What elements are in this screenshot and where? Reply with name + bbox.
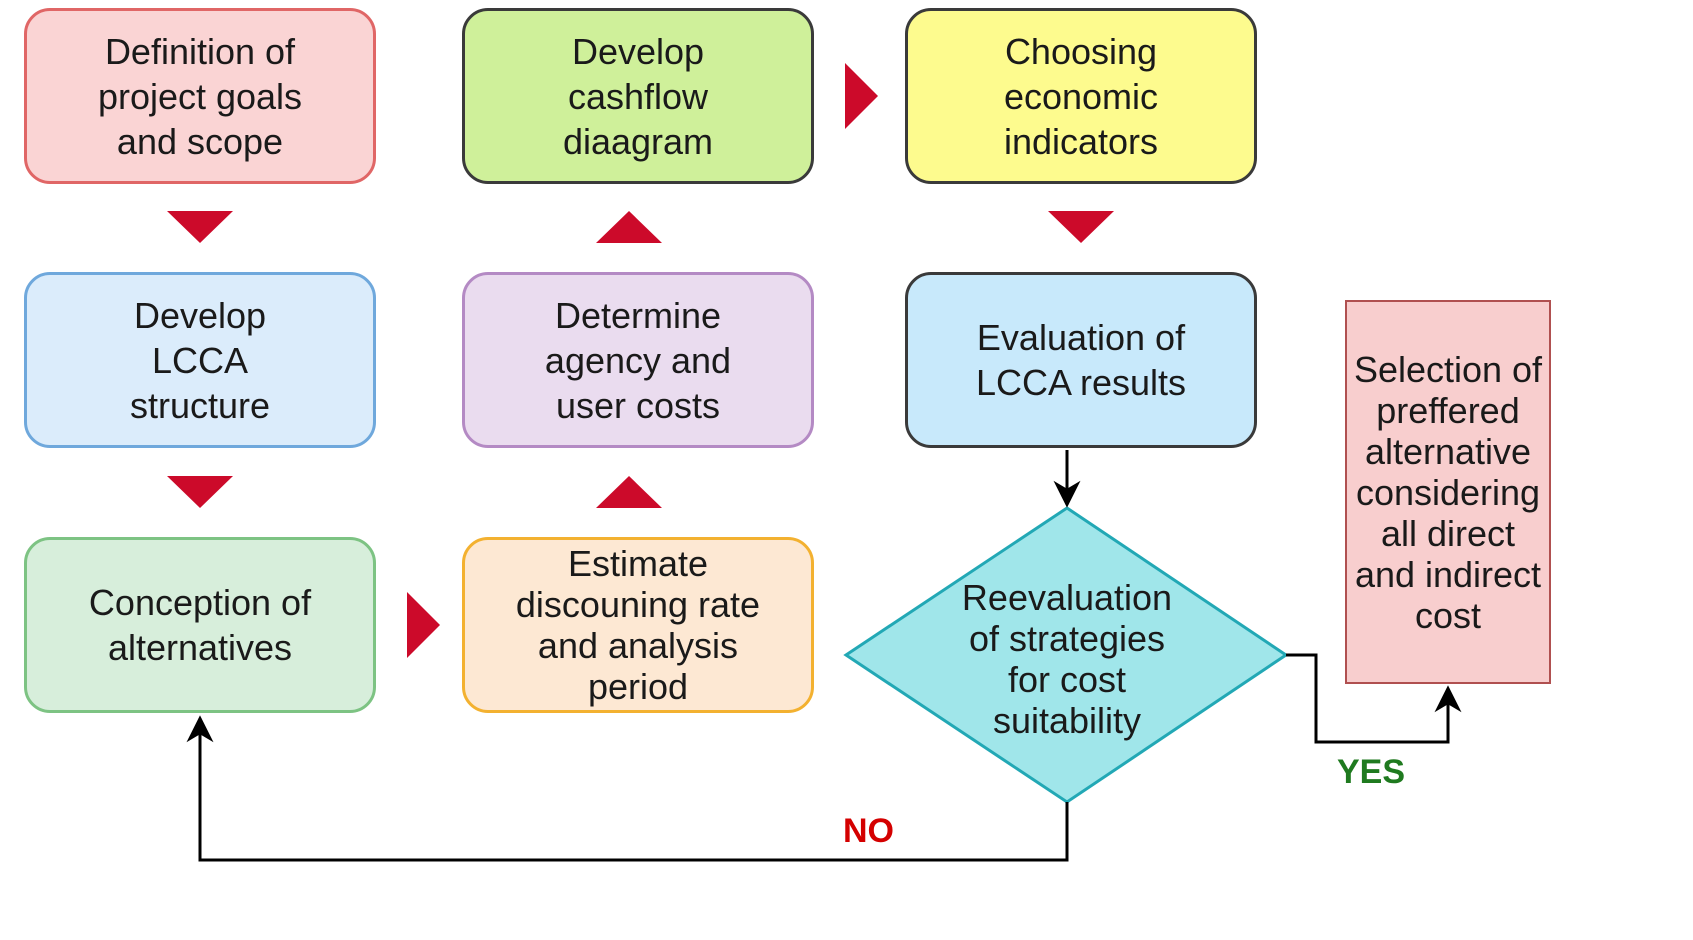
node-selection-label: Selection of preffered alternative consi… <box>1353 348 1543 636</box>
connector-no <box>186 715 1069 862</box>
node-economic-indicators: Choosing economic indicators <box>905 8 1257 184</box>
node-lcca-results-label: Evaluation of LCCA results <box>975 317 1187 403</box>
node-selection: Selection of preffered alternative consi… <box>1345 300 1551 684</box>
arrow-down-1 <box>167 211 233 243</box>
node-conception-alternatives-label: Conception of alternatives <box>88 582 312 668</box>
connector-yes <box>1286 653 1462 744</box>
node-project-goals: Definition of project goals and scope <box>24 8 376 184</box>
arrow-right-2 <box>845 63 878 129</box>
node-project-goals-label: Definition of project goals and scope <box>97 30 303 162</box>
arrow-down-2 <box>167 476 233 508</box>
arrow-down-3 <box>1048 211 1114 243</box>
node-agency-user-costs-label: Determine agency and user costs <box>544 294 732 426</box>
arrow-up-1 <box>596 476 662 508</box>
edge-label-yes: YES <box>1337 753 1406 791</box>
node-develop-cashflow-label: Develop cashflow diaagram <box>562 30 714 162</box>
node-reevaluation: Reevaluation of strategies for cost suit… <box>920 575 1214 743</box>
node-discount-rate-label: Estimate discouning rate and analysis pe… <box>515 543 761 707</box>
node-lcca-structure-label: Develop LCCA structure <box>129 294 271 426</box>
node-develop-cashflow: Develop cashflow diaagram <box>462 8 814 184</box>
edge-label-no: NO <box>843 812 894 850</box>
node-discount-rate: Estimate discouning rate and analysis pe… <box>462 537 814 713</box>
node-reevaluation-label: Reevaluation of strategies for cost suit… <box>961 577 1173 741</box>
node-lcca-structure: Develop LCCA structure <box>24 272 376 448</box>
node-conception-alternatives: Conception of alternatives <box>24 537 376 713</box>
node-lcca-results: Evaluation of LCCA results <box>905 272 1257 448</box>
arrow-up-2 <box>596 211 662 243</box>
node-agency-user-costs: Determine agency and user costs <box>462 272 814 448</box>
node-economic-indicators-label: Choosing economic indicators <box>1003 30 1159 162</box>
arrow-right-1 <box>407 592 440 658</box>
